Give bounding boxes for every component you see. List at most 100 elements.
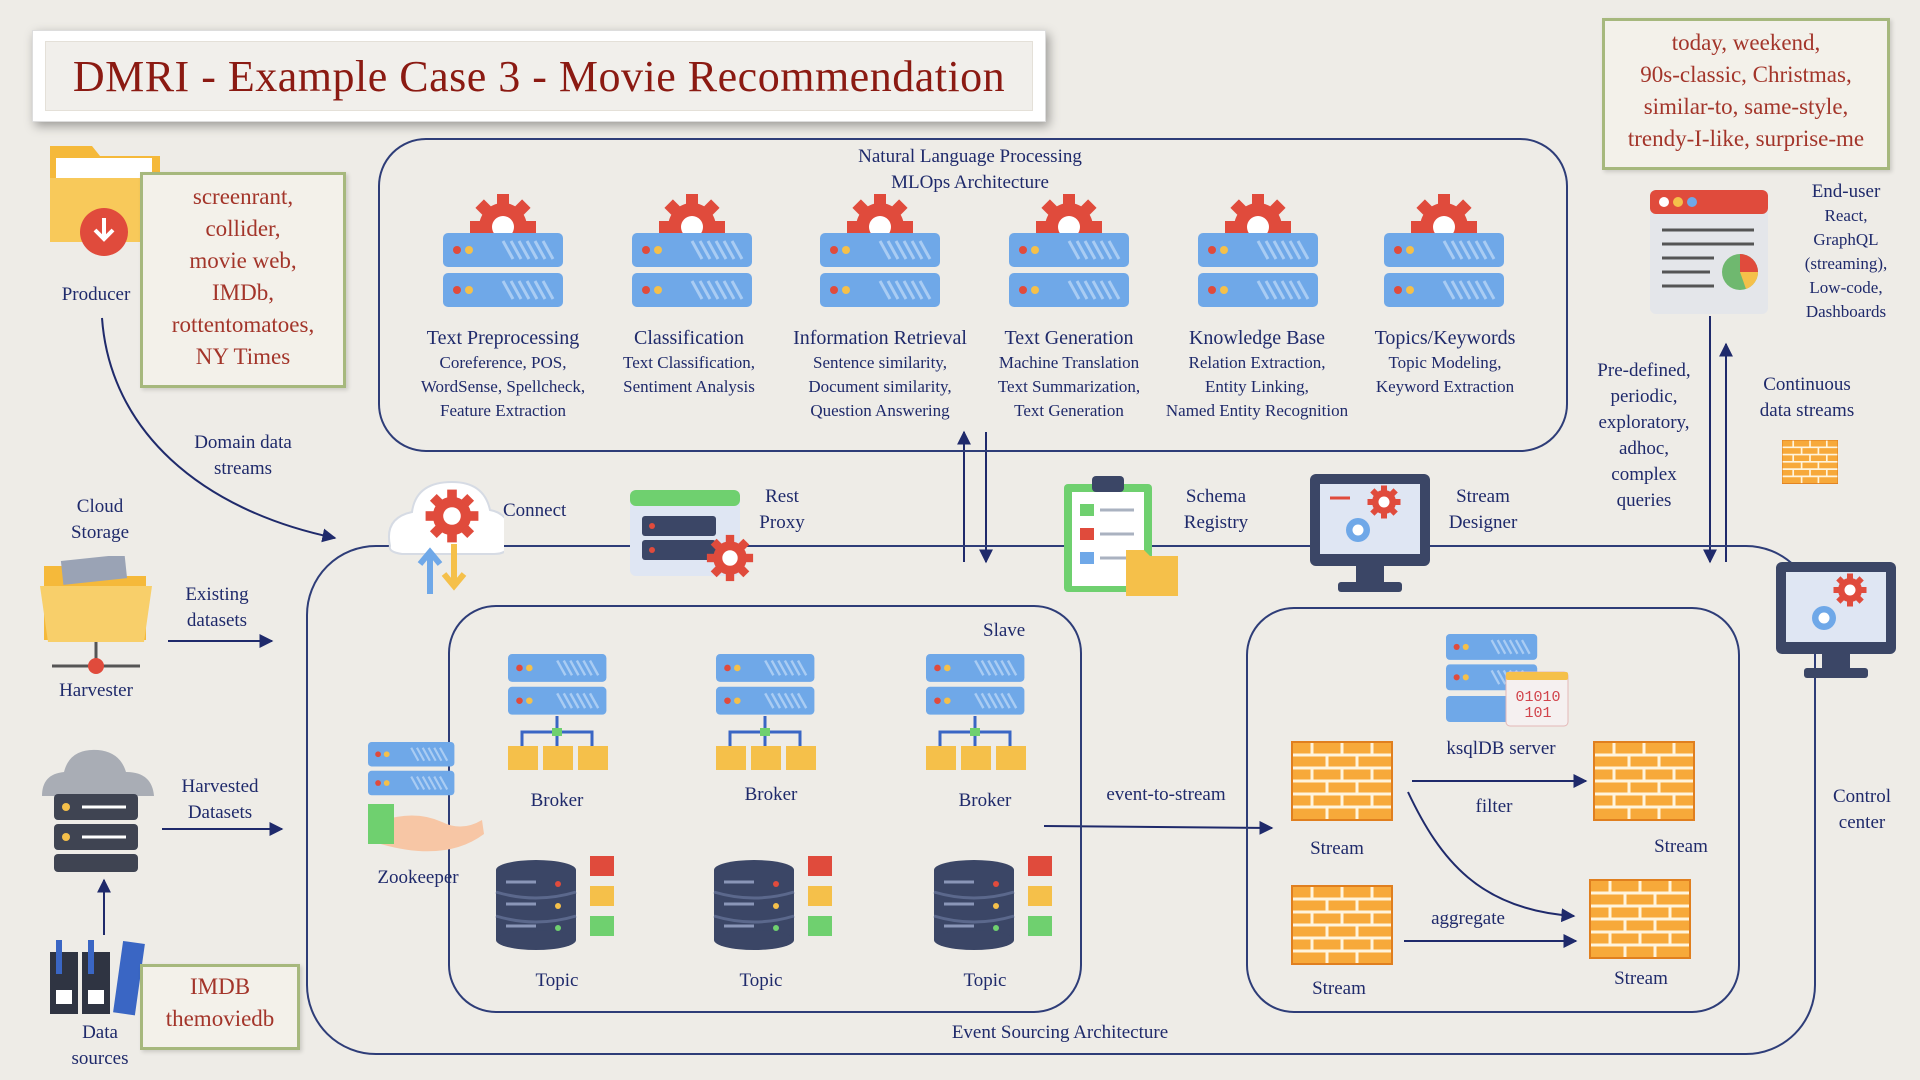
queries-line: adhoc, bbox=[1618, 438, 1670, 459]
zookeeper-label: Zookeeper bbox=[377, 867, 459, 888]
harvested-datasets-line: Harvested bbox=[181, 776, 259, 797]
nlp-item-text-preprocessing: Text Preprocessing Coreference, POS, Wor… bbox=[408, 325, 598, 423]
stream-designer-line: Designer bbox=[1448, 512, 1518, 533]
nlp-item-sub: Text Summarization, bbox=[997, 377, 1141, 396]
producer-label: Producer bbox=[61, 284, 131, 305]
nlp-item-sub: Text Generation bbox=[1014, 401, 1124, 420]
domain-streams-line: Domain data bbox=[194, 432, 292, 453]
harvested-datasets-label: Harvested Datasets bbox=[160, 774, 280, 826]
nlp-item-sub: Text Classification, bbox=[623, 353, 755, 372]
event-sourcing-label: Event Sourcing Architecture bbox=[951, 1022, 1169, 1043]
queries-line: periodic, bbox=[1610, 386, 1678, 407]
query-tag-line: similar-to, same-style, bbox=[1643, 94, 1849, 119]
end-user-title: End-user bbox=[1811, 181, 1881, 202]
nlp-item-sub: Sentiment Analysis bbox=[623, 377, 755, 396]
rest-proxy-icon bbox=[630, 490, 754, 582]
nlp-item-title: Knowledge Base bbox=[1188, 327, 1326, 349]
control-center-line: center bbox=[1838, 812, 1886, 833]
query-tag-line: trendy-I-like, surprise-me bbox=[1627, 126, 1865, 151]
nlp-item-sub: Sentence similarity, bbox=[813, 353, 947, 372]
queries-label: Pre-defined, periodic, exploratory, adho… bbox=[1582, 358, 1706, 514]
source-item: rottentomatoes, bbox=[171, 312, 315, 337]
source-item: screenrant, bbox=[192, 184, 294, 209]
clipboard-icon bbox=[1064, 476, 1178, 596]
cloud-storage-line: Cloud bbox=[76, 496, 124, 517]
nlp-item-sub: Machine Translation bbox=[998, 353, 1140, 372]
nlp-item-sub: Question Answering bbox=[810, 401, 950, 420]
continuous-streams-line: data streams bbox=[1759, 400, 1855, 421]
data-source-item: themoviedb bbox=[165, 1006, 275, 1031]
queries-line: complex bbox=[1611, 464, 1677, 485]
broker-label: Broker bbox=[744, 784, 798, 805]
end-user-item: Low-code, bbox=[1809, 278, 1883, 297]
queries-line: queries bbox=[1616, 490, 1672, 511]
nlp-item-sub: WordSense, Spellcheck, bbox=[420, 377, 586, 396]
stream-designer-line: Stream bbox=[1456, 486, 1510, 507]
ksqldb-server-label: ksqlDB server bbox=[1446, 738, 1556, 759]
schema-registry-line: Registry bbox=[1183, 512, 1249, 533]
nlp-item-title: Information Retrieval bbox=[793, 327, 967, 349]
nlp-item-title: Topics/Keywords bbox=[1374, 327, 1516, 349]
continuous-streams-label: Continuous data streams bbox=[1740, 372, 1874, 424]
nlp-item-information-retrieval: Information Retrieval Sentence similarit… bbox=[780, 325, 980, 423]
nlp-item-topics-keywords: Topics/Keywords Topic Modeling, Keyword … bbox=[1350, 325, 1540, 399]
existing-datasets-line: Existing bbox=[185, 584, 249, 605]
stream-label: Stream bbox=[1310, 838, 1364, 859]
harvested-datasets-line: Datasets bbox=[187, 802, 253, 823]
existing-datasets-label: Existing datasets bbox=[162, 582, 272, 634]
nlp-item-title: Text Preprocessing bbox=[426, 327, 580, 349]
data-source-item: IMDB bbox=[189, 974, 251, 999]
data-sources-line: sources bbox=[71, 1048, 129, 1069]
continuous-streams-line: Continuous bbox=[1763, 374, 1851, 395]
end-user-item: React, bbox=[1824, 206, 1868, 225]
rest-proxy-line: Proxy bbox=[759, 512, 805, 533]
aggregate-label: aggregate bbox=[1431, 908, 1505, 929]
nlp-item-sub: Topic Modeling, bbox=[1388, 353, 1502, 372]
monitor-gears-icon bbox=[1310, 474, 1430, 592]
kafka-cluster-panel bbox=[448, 605, 1082, 1013]
ksqldb-panel bbox=[1246, 607, 1740, 1013]
binary-text: 01010 101 bbox=[1508, 690, 1568, 722]
source-item: NY Times bbox=[195, 344, 291, 369]
broker-label: Broker bbox=[530, 790, 584, 811]
stream-icon bbox=[1290, 740, 1394, 822]
query-tags-box: today, weekend, 90s-classic, Christmas, … bbox=[1602, 18, 1890, 170]
queries-line: exploratory, bbox=[1598, 412, 1690, 433]
event-to-stream-label: event-to-stream bbox=[1106, 784, 1226, 805]
broker-icon bbox=[924, 652, 1026, 770]
domain-streams-line: streams bbox=[213, 458, 273, 479]
control-center-line: Control bbox=[1832, 786, 1892, 807]
data-sources-label: Data sources bbox=[50, 1020, 150, 1072]
broker-icon bbox=[714, 652, 816, 770]
control-center-monitor-icon bbox=[1776, 562, 1896, 678]
nlp-item-title: Classification bbox=[634, 327, 744, 349]
dashboard-icon bbox=[1650, 190, 1768, 314]
page-title: DMRI - Example Case 3 - Movie Recommenda… bbox=[45, 41, 1033, 111]
topic-label: Topic bbox=[535, 970, 579, 991]
connect-label: Connect bbox=[503, 500, 567, 521]
zookeeper-icon bbox=[366, 740, 484, 852]
data-sources-box: IMDB themoviedb bbox=[140, 964, 300, 1050]
nlp-item-knowledge-base: Knowledge Base Relation Extraction, Enti… bbox=[1148, 325, 1366, 423]
nlp-item-sub: Coreference, POS, bbox=[439, 353, 567, 372]
stream-icon bbox=[1588, 878, 1692, 960]
nlp-item-sub: Entity Linking, bbox=[1205, 377, 1309, 396]
nlp-item-sub: Document similarity, bbox=[808, 377, 952, 396]
schema-registry-line: Schema bbox=[1185, 486, 1247, 507]
rest-proxy-line: Rest bbox=[765, 486, 799, 507]
stream-label: Stream bbox=[1654, 836, 1708, 857]
binary-line: 101 bbox=[1524, 705, 1552, 722]
slave-label: Slave bbox=[983, 620, 1026, 641]
nlp-mlops-panel bbox=[378, 138, 1568, 452]
source-item: collider, bbox=[205, 216, 281, 241]
nlp-item-sub: Feature Extraction bbox=[439, 401, 567, 420]
end-user-item: (streaming), bbox=[1804, 254, 1888, 273]
source-item: movie web, bbox=[189, 248, 297, 273]
data-sources-line: Data bbox=[82, 1022, 118, 1043]
filter-label: filter bbox=[1475, 796, 1513, 817]
producer-folder-icon bbox=[50, 146, 160, 256]
end-user-block: End-user React, GraphQL (streaming), Low… bbox=[1776, 180, 1916, 324]
stream-icon bbox=[1290, 884, 1394, 966]
queries-line: Pre-defined, bbox=[1597, 360, 1691, 381]
